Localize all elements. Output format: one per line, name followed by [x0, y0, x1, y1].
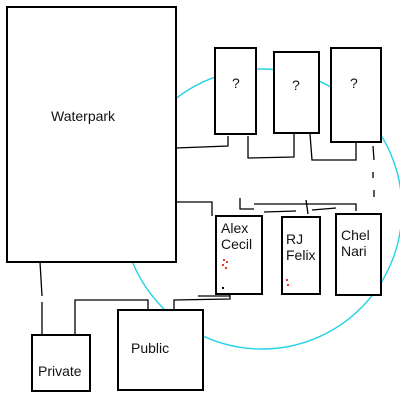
waterpark-building: Waterpark	[6, 6, 177, 263]
red-mark	[226, 261, 228, 263]
unknown-building-1-label: ?	[232, 75, 240, 91]
cabin-2-label: RJ Felix	[286, 231, 316, 263]
red-mark	[223, 259, 225, 261]
cabin-1: Alex Cecil	[215, 215, 263, 295]
connector-unknown-2-unknown-3	[309, 133, 357, 161]
connector-unknown-1-unknown-2	[247, 134, 295, 159]
public-building-label: Public	[131, 340, 170, 356]
unknown-building-2: ?	[273, 51, 320, 134]
connector-cabin-row	[239, 198, 357, 211]
unknown-building-2-label: ?	[292, 77, 300, 93]
cabin-1-label: Alex Cecil	[221, 220, 253, 252]
unknown-building-3: ?	[330, 47, 382, 143]
cabin-3: Chel Nari	[335, 213, 382, 296]
connector-waterpark-unknown-1	[175, 136, 229, 149]
connector-waterpark-private	[39, 261, 43, 336]
connector-public-waterpark	[74, 299, 149, 334]
black-mark	[222, 287, 224, 289]
connector-cabin-1-cabin-2	[263, 210, 297, 213]
red-mark	[225, 267, 227, 269]
unknown-building-3-label: ?	[350, 75, 358, 91]
cabin-2: RJ Felix	[281, 216, 321, 295]
public-building: Public	[117, 309, 204, 391]
connector-waterpark-cabin-1	[176, 201, 213, 216]
red-mark	[287, 284, 289, 286]
unknown-building-1: ?	[214, 47, 257, 135]
connector-cabin-2-mid	[305, 199, 309, 215]
cabin-3-label: Chel Nari	[341, 227, 370, 259]
red-mark	[222, 264, 224, 266]
connector-unknown-3-down	[372, 145, 375, 197]
connector-cabin-2-cabin-3	[311, 207, 337, 211]
private-building: Private	[31, 334, 91, 392]
private-building-label: Private	[38, 363, 82, 379]
waterpark-label: Waterpark	[51, 108, 116, 124]
red-mark	[286, 279, 288, 281]
